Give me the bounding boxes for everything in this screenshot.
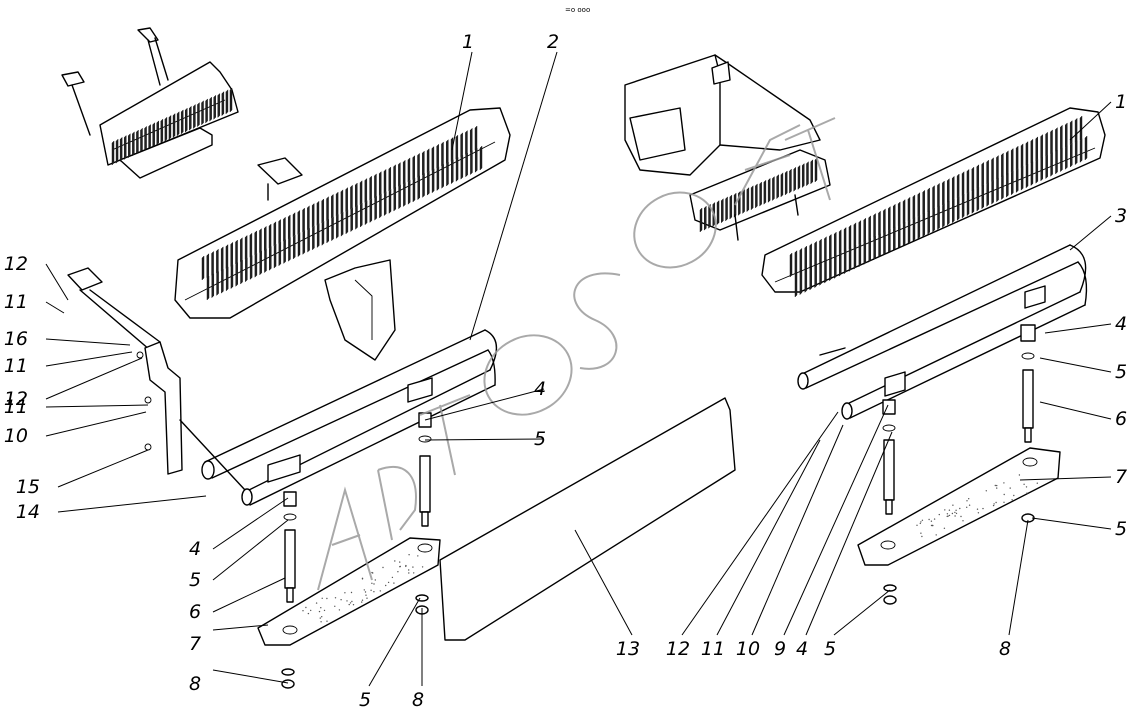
leader-line-c5d <box>834 590 890 635</box>
leader-line-c6b <box>1040 402 1111 419</box>
leader-line-c16 <box>46 339 130 345</box>
leader-line-c5c <box>425 439 544 440</box>
callout-c13: 13 <box>616 638 640 660</box>
callout-c11b: 11 <box>4 355 28 377</box>
callout-c15: 15 <box>16 476 40 498</box>
callout-c5c: 5 <box>534 428 546 450</box>
callout-c7a: 7 <box>189 633 201 655</box>
callout-c12c: 12 <box>666 638 690 660</box>
leader-line-c8a <box>213 670 288 683</box>
left-support-bracket <box>325 260 395 360</box>
callout-c7b: 7 <box>1115 466 1127 488</box>
callout-c4b: 4 <box>534 378 546 400</box>
callout-c5b: 5 <box>359 689 371 711</box>
callout-c4a: 4 <box>189 538 201 560</box>
leader-line-c11a <box>46 302 64 313</box>
leader-line-c10a <box>46 412 146 436</box>
leader-line-c3 <box>1070 216 1111 250</box>
panel-13 <box>440 398 735 640</box>
leader-line-c14 <box>58 496 206 512</box>
left-tube-frame <box>180 330 496 505</box>
callout-c5d: 5 <box>824 638 836 660</box>
callout-c11c: 11 <box>4 396 28 418</box>
callout-c14: 14 <box>16 501 40 523</box>
inset-truck-right <box>625 55 830 240</box>
leader-line-c15 <box>58 450 148 487</box>
callout-c9: 9 <box>774 638 786 660</box>
leader-line-c6a <box>213 578 285 612</box>
leader-line-c5f <box>1032 518 1111 529</box>
callout-c4c: 4 <box>796 638 808 660</box>
leader-line-c9 <box>784 405 888 635</box>
left-side-bracket <box>68 268 182 474</box>
callout-c16: 16 <box>4 328 28 350</box>
callout-c12a: 12 <box>4 253 28 275</box>
leader-line-c11c <box>46 405 148 407</box>
callout-c1b: 1 <box>1115 91 1127 113</box>
callout-c4d: 4 <box>1115 313 1127 335</box>
leader-line-c5a <box>213 520 288 580</box>
leader-line-c5b <box>369 598 420 686</box>
callout-c2: 2 <box>547 31 559 53</box>
leader-line-c12a <box>46 264 68 300</box>
callout-c10a: 10 <box>4 425 28 447</box>
leader-line-c2 <box>470 52 557 340</box>
leader-line-c10b <box>752 425 843 635</box>
leader-line-c5e <box>1040 358 1111 372</box>
callout-c6b: 6 <box>1115 408 1127 430</box>
callout-c1: 1 <box>462 31 474 53</box>
callout-c5e: 5 <box>1115 361 1127 383</box>
leader-line-c11b <box>46 352 132 366</box>
callout-c3: 3 <box>1115 205 1127 227</box>
leader-line-c8c <box>1009 520 1028 635</box>
callout-c5a: 5 <box>189 569 201 591</box>
callout-c10b: 10 <box>736 638 760 660</box>
top-mark-text: =o ooo <box>565 6 590 14</box>
callout-c8b: 8 <box>412 689 424 711</box>
callout-c11d: 11 <box>701 638 725 660</box>
leader-line-c4d <box>1045 324 1111 333</box>
callout-c11a: 11 <box>4 291 28 313</box>
callout-c8c: 8 <box>999 638 1011 660</box>
callout-c5f: 5 <box>1115 518 1127 540</box>
leader-line-c4a <box>213 498 288 549</box>
callout-c8a: 8 <box>189 673 201 695</box>
callout-c6a: 6 <box>189 601 201 623</box>
right-step-plate <box>762 108 1105 297</box>
inset-step-left <box>62 28 238 178</box>
